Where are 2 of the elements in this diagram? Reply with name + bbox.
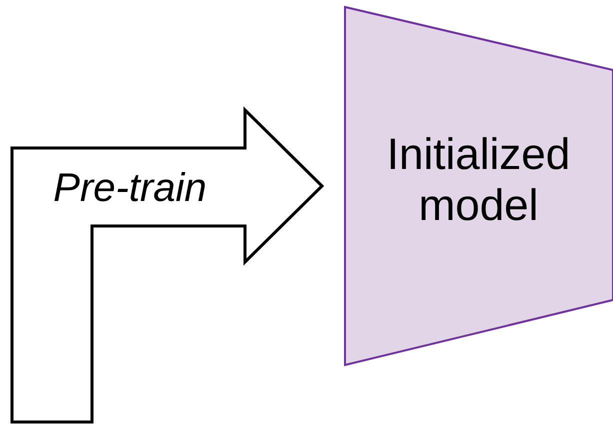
arrow-label: Pre-train: [53, 165, 207, 211]
node-label: Initialized model: [386, 130, 572, 232]
